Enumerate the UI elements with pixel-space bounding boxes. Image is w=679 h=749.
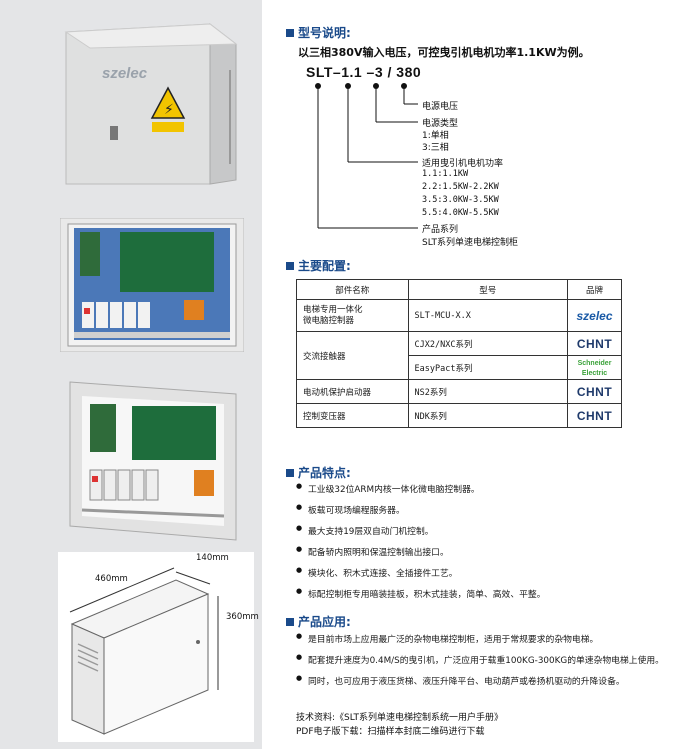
title-square-icon [286,261,294,270]
title-square-icon [286,617,294,626]
model-cell: NDK系列 [407,403,569,428]
list-item: 标配控制柜专用暗装挂板，积木式挂装，简单、高效、平整。 [296,587,546,600]
features-section-title: 产品特点: [286,464,351,481]
label-type-3: 3:三相 [422,143,449,153]
power-value: 1.1:1.1KW [422,169,469,179]
application-list: 是目前市场上应用最广泛的杂物电梯控制柜，适用于常规要求的杂物电梯。 配套提升速度… [296,632,664,687]
table-row: 电梯专用一体化微电脑控制器 SLT-MCU-X.X szelec [296,299,622,332]
width-dimension: 460mm [95,574,128,584]
chint-logo: CHNT [576,384,613,399]
label-type: 电源类型 [422,119,459,129]
height-dimension: 360mm [226,612,259,622]
list-item: 配套提升速度为0.4M/S的曳引机，广泛应用于载重100KG-300KG的单速杂… [296,653,664,666]
list-item: 板载可现场编程服务器。 [296,503,546,516]
model-section-title: 型号说明: [286,24,351,41]
table-row: 控制变压器 NDK系列 CHNT [296,403,622,428]
list-item: 是目前市场上应用最广泛的杂物电梯控制柜，适用于常规要求的杂物电梯。 [296,632,664,645]
chint-logo: CHNT [576,408,613,423]
model-code: SLT–1.1 –3 / 380 [306,64,422,80]
svg-text:szelec: szelec [102,65,148,82]
cabinet-closed-image: szelec ⚡ [64,22,238,185]
brand-cell: CHNT [567,331,622,356]
list-item: 同时，也可应用于液压货梯、液压升降平台、电动葫芦或卷扬机驱动的升降设备。 [296,674,664,687]
brand-cell: szelec [567,299,622,332]
label-voltage: 电源电压 [422,102,459,112]
power-value: 3.5:3.0KW-3.5KW [422,195,499,205]
image-column: szelec ⚡ 14 [0,0,262,749]
model-cell: EasyPact系列 [407,355,569,380]
list-item: 工业级32位ARM内核一体化微电脑控制器。 [296,482,546,495]
label-series: 产品系列 [422,225,459,235]
pdf-download-line: PDF电子版下载：扫描样本封底二维码进行下载 [296,727,485,737]
header-brand: 品牌 [567,279,622,300]
model-connector-lines [315,83,418,229]
szelec-logo: szelec [576,308,613,323]
part-cell: 控制变压器 [296,403,409,428]
list-item: 模块化、积木式连接、全插接件工艺。 [296,566,546,579]
model-lead-text: 以三相380V输入电压，可控曳引机电机功率1.1KW为例。 [298,46,590,59]
part-cell: 电动机保护启动器 [296,379,409,404]
part-cell: 电梯专用一体化微电脑控制器 [296,299,409,332]
cabinet-open-image [60,218,244,352]
cabinet-open-image-2 [69,381,237,541]
power-value: 2.2:1.5KW-2.2KW [422,182,499,192]
application-section-title: 产品应用: [286,613,351,630]
model-cell: NS2系列 [407,379,569,404]
model-cell: CJX2/NXC系列 [407,331,569,356]
svg-text:⚡: ⚡ [164,102,174,118]
table-header-row: 部件名称 型号 品牌 [296,279,622,300]
part-cell: 交流接触器 [296,331,409,380]
list-item: 最大支持19层双自动门机控制。 [296,524,546,537]
features-list: 工业级32位ARM内核一体化微电脑控制器。 板载可现场编程服务器。 最大支持19… [296,482,546,600]
table-row: 电动机保护启动器 NS2系列 CHNT [296,379,622,404]
label-type-1: 1:单相 [422,131,449,141]
brand-cell: CHNT [567,403,622,428]
power-value: 5.5:4.0KW-5.5KW [422,208,499,218]
tech-docs-line: 技术资料:《SLT系列单速电梯控制系统一用户手册》 [296,713,504,723]
config-table: 部件名称 型号 品牌 电梯专用一体化微电脑控制器 SLT-MCU-X.X sze… [296,279,622,428]
table-row: 交流接触器 CJX2/NXC系列 CHNT [296,331,622,380]
title-square-icon [286,468,294,477]
brand-cell: CHNT [567,379,622,404]
label-series-desc: SLT系列单速电梯控制柜 [422,238,518,248]
title-square-icon [286,28,294,37]
header-part: 部件名称 [296,279,409,300]
label-power: 适用曳引机电机功率 [422,159,504,169]
list-item: 配备轿内照明和保温控制输出接口。 [296,545,546,558]
depth-dimension: 140mm [196,553,229,563]
chint-logo: CHNT [576,336,613,351]
model-cell: SLT-MCU-X.X [407,299,569,332]
config-section-title: 主要配置: [286,257,351,274]
dimension-drawing [58,552,254,742]
header-model: 型号 [407,279,569,300]
